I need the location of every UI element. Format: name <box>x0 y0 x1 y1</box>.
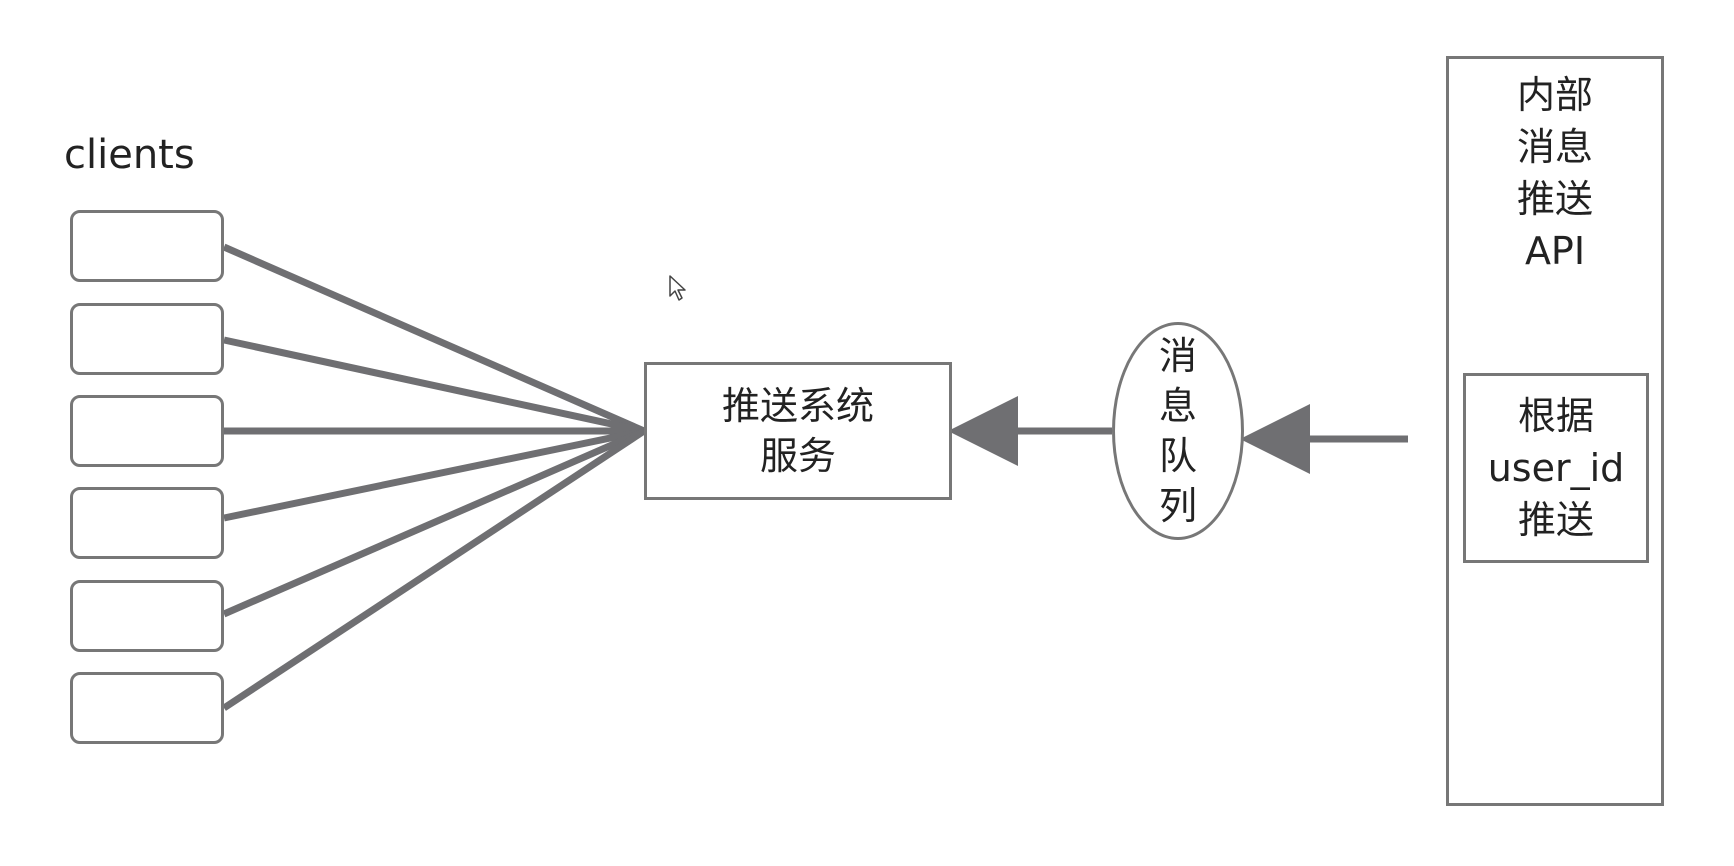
client-box <box>70 395 224 467</box>
push-by-user-id-box: 根据 user_id 推送 <box>1463 373 1649 563</box>
clients-label: clients <box>64 132 195 178</box>
client-connector-5 <box>222 427 646 618</box>
push-service-label: 推送系统 服务 <box>721 384 874 478</box>
message-queue-node: 消 息 队 列 <box>1112 322 1244 540</box>
client-box <box>70 210 224 282</box>
client-connector-4 <box>223 427 645 522</box>
message-queue-label: 消 息 队 列 <box>1158 334 1197 528</box>
client-box <box>70 487 224 559</box>
client-box <box>70 303 224 375</box>
internal-api-panel: 内部 消息 推送 API 根据 user_id 推送 <box>1446 56 1664 806</box>
client-connector-2 <box>223 336 645 435</box>
push-by-user-id-label: 根据 user_id 推送 <box>1487 394 1625 542</box>
client-connector-6 <box>222 428 646 711</box>
client-box <box>70 672 224 744</box>
internal-api-title: 内部 消息 推送 API <box>1516 73 1593 273</box>
client-connector-1 <box>222 243 646 435</box>
client-box <box>70 580 224 652</box>
push-service-box: 推送系统 服务 <box>644 362 952 500</box>
mouse-cursor-icon <box>669 275 686 301</box>
